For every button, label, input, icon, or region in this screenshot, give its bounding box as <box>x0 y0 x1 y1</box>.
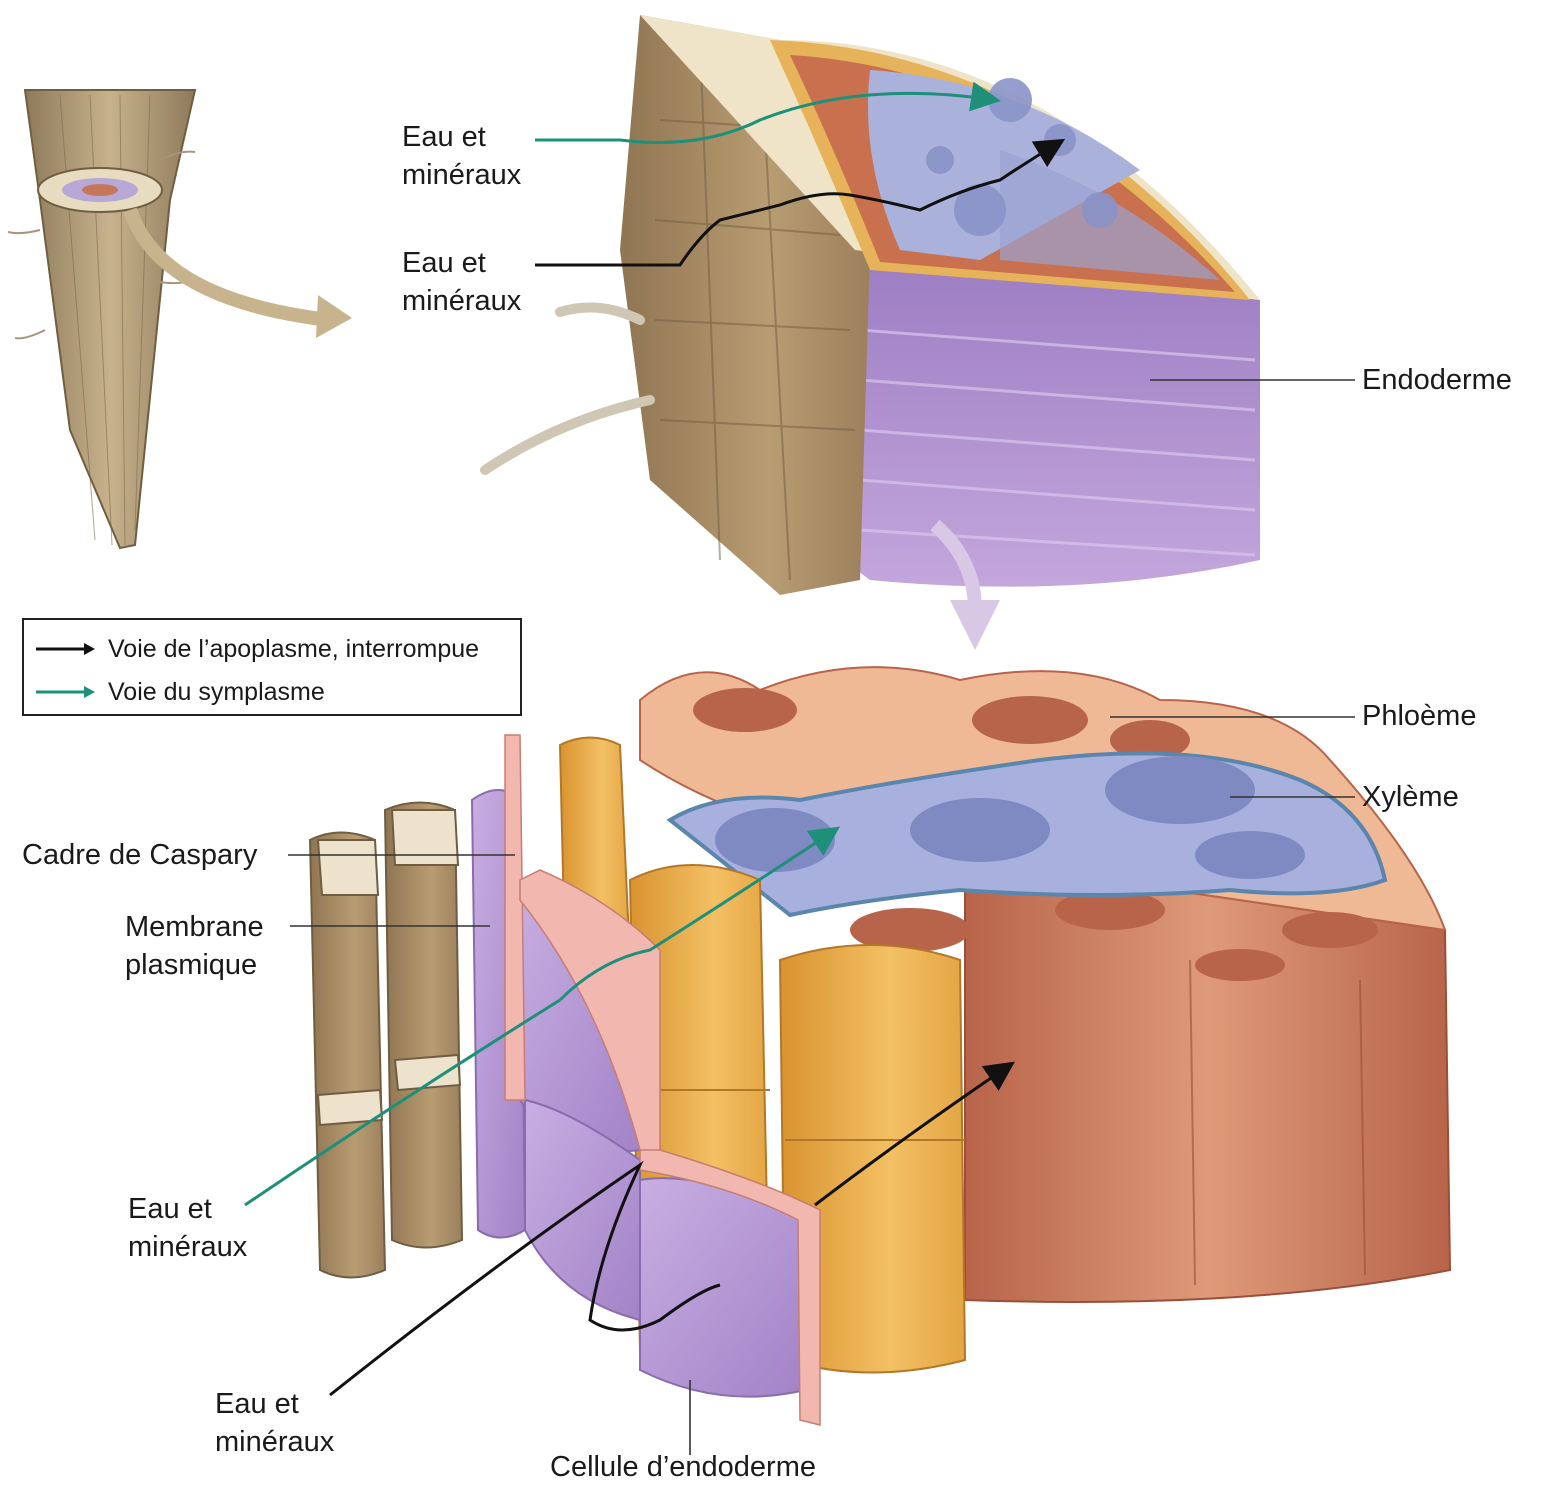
legend-label: Voie de l’apoplasme, interrompue <box>108 635 479 664</box>
label-line: Eau et <box>128 1190 247 1228</box>
black-arrow-icon <box>34 642 96 656</box>
legend: Voie de l’apoplasme, interrompue Voie du… <box>22 618 522 716</box>
legend-label: Voie du symplasme <box>108 678 325 707</box>
label-line: minéraux <box>128 1228 247 1266</box>
legend-item-symplast: Voie du symplasme <box>34 675 325 709</box>
label-line: plasmique <box>125 946 264 984</box>
label-xylem: Xylème <box>1362 778 1459 816</box>
label-plasma-membrane: Membrane plasmique <box>125 908 264 984</box>
label-line: minéraux <box>402 282 521 320</box>
label-water-minerals-apoplast-bottom: Eau et minéraux <box>215 1385 334 1461</box>
label-line: Membrane <box>125 908 264 946</box>
label-endoderm: Endoderme <box>1362 361 1512 399</box>
legend-item-apoplast: Voie de l’apoplasme, interrompue <box>34 632 479 666</box>
label-line: Eau et <box>215 1385 334 1423</box>
label-line: Eau et <box>402 244 521 282</box>
label-line: Eau et <box>402 118 521 156</box>
cortex-cells <box>310 803 462 1278</box>
label-endoderm-cell: Cellule d’endoderme <box>550 1448 816 1486</box>
label-line: minéraux <box>215 1423 334 1461</box>
label-casparian-strip: Cadre de Caspary <box>22 836 257 874</box>
label-water-minerals-symplast-top: Eau et minéraux <box>402 118 521 194</box>
label-line: minéraux <box>402 156 521 194</box>
label-phloem: Phloème <box>1362 697 1476 735</box>
green-arrow-icon <box>34 685 96 699</box>
root-section-block <box>485 15 1260 595</box>
label-water-minerals-symplast-bottom: Eau et minéraux <box>128 1190 247 1266</box>
root-tip-illustration <box>8 90 352 548</box>
label-water-minerals-apoplast-top: Eau et minéraux <box>402 244 521 320</box>
